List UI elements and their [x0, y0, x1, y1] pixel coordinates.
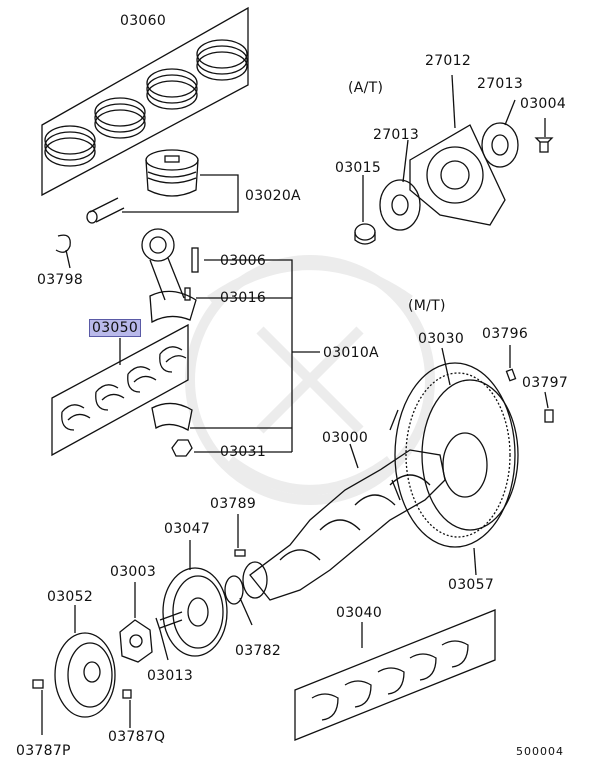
- bearing-cap: [151, 402, 193, 432]
- label-03050-selected[interactable]: 03050: [89, 319, 142, 337]
- crank-pulley: [32, 605, 132, 735]
- variant-mt-label: (M/T): [408, 298, 446, 314]
- diagram-code: 500004: [516, 745, 564, 758]
- flywheel: [389, 345, 554, 576]
- washer: [224, 575, 244, 605]
- label-03010A[interactable]: 03010A: [323, 345, 379, 361]
- label-03020A[interactable]: 03020A: [245, 188, 301, 204]
- label-03000[interactable]: 03000: [322, 430, 369, 446]
- label-03015[interactable]: 03015: [335, 160, 382, 176]
- conrod-bearing-set: [51, 323, 189, 457]
- label-03013[interactable]: 03013: [147, 668, 194, 684]
- label-27012[interactable]: 27012: [425, 53, 472, 69]
- label-03003[interactable]: 03003: [110, 564, 157, 580]
- label-03006[interactable]: 03006: [220, 253, 267, 269]
- main-bearing-set: [294, 609, 496, 741]
- crank-bolt: [155, 611, 183, 631]
- variant-at-label: (A/T): [348, 80, 384, 96]
- piston-ring-set: [41, 6, 249, 197]
- label-03782[interactable]: 03782: [235, 643, 282, 659]
- crankshaft: [242, 443, 446, 601]
- label-03047[interactable]: 03047: [164, 521, 211, 537]
- label-03030[interactable]: 03030: [418, 331, 465, 347]
- label-03031[interactable]: 03031: [220, 444, 267, 460]
- label-03016[interactable]: 03016: [220, 290, 267, 306]
- snap-ring: [55, 234, 71, 253]
- woodruff-key: [234, 549, 246, 557]
- label-03040[interactable]: 03040: [336, 605, 383, 621]
- piston: [86, 149, 199, 224]
- label-03060[interactable]: 03060: [120, 13, 167, 29]
- label-03052[interactable]: 03052: [47, 589, 94, 605]
- label-03797[interactable]: 03797: [522, 375, 569, 391]
- label-03796[interactable]: 03796: [482, 326, 529, 342]
- label-03004[interactable]: 03004: [520, 96, 567, 112]
- watermark-emblem: [185, 255, 435, 505]
- label-03787Q[interactable]: 03787Q: [108, 729, 166, 745]
- label-03787P[interactable]: 03787P: [16, 743, 71, 759]
- label-27013-left[interactable]: 27013: [373, 127, 420, 143]
- crank-sprocket: [119, 582, 153, 663]
- label-03789[interactable]: 03789: [210, 496, 257, 512]
- label-03798[interactable]: 03798: [37, 272, 84, 288]
- label-27013-right[interactable]: 27013: [477, 76, 524, 92]
- cap-nut: [171, 439, 193, 457]
- label-03057[interactable]: 03057: [448, 577, 495, 593]
- damper-pulley: [162, 540, 228, 657]
- connecting-rod: [141, 228, 199, 324]
- drive-plate: [354, 74, 554, 245]
